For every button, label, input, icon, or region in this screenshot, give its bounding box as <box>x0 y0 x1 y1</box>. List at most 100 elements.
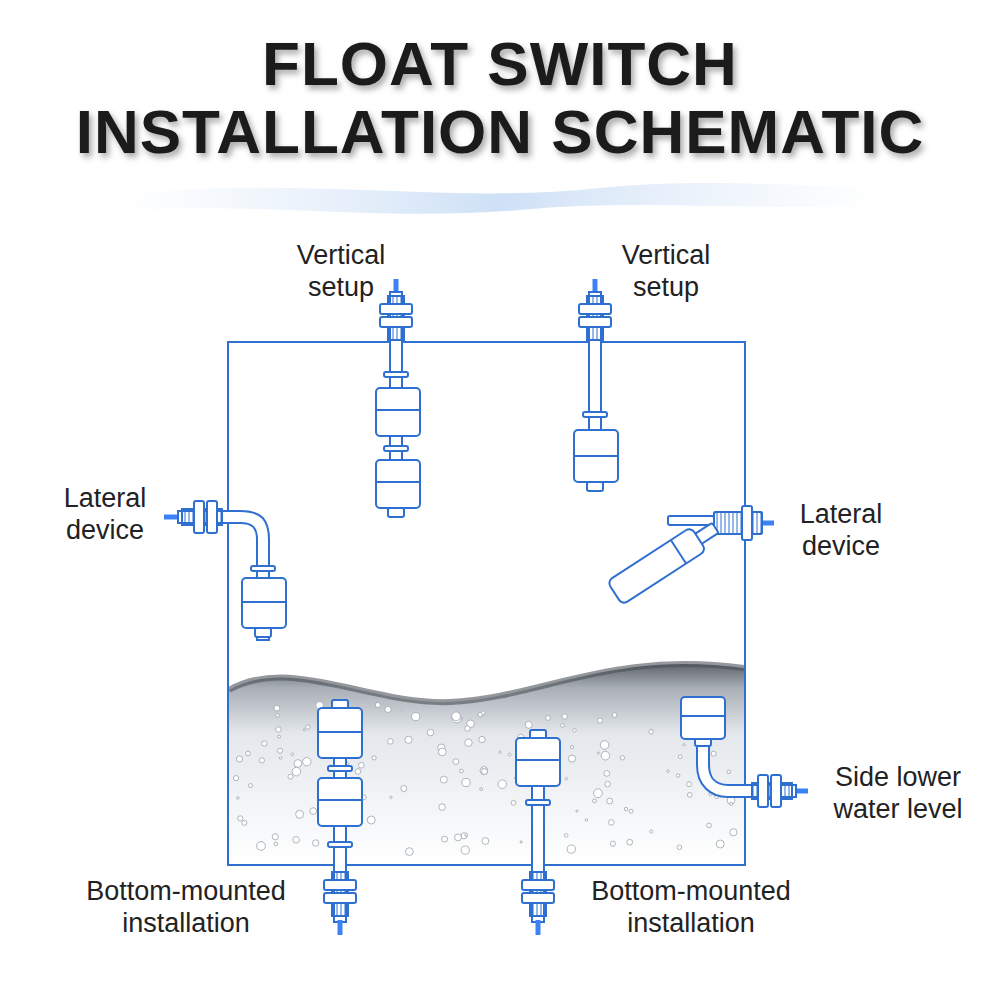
bubble <box>246 751 251 756</box>
bubble <box>291 753 294 756</box>
bubble <box>482 769 488 775</box>
callout-label: Lateral device <box>40 483 170 547</box>
bubble <box>730 802 733 805</box>
bubble <box>461 833 467 839</box>
bubble <box>607 798 613 804</box>
vertical-switch-single <box>574 279 618 491</box>
bubble <box>278 748 283 753</box>
bottom-switch-double <box>318 700 362 935</box>
title-ribbon <box>120 183 880 214</box>
bubble <box>597 752 599 754</box>
bubble <box>624 807 627 810</box>
bubble <box>406 848 414 856</box>
bubble <box>620 756 624 760</box>
bubble <box>293 837 300 844</box>
bubble <box>650 830 653 833</box>
bubble <box>546 716 551 721</box>
bubble <box>274 705 280 711</box>
bubble <box>272 834 278 840</box>
bottom-switch-single <box>516 730 560 935</box>
bubble <box>310 808 317 815</box>
bubble <box>262 741 267 746</box>
bubble <box>612 713 617 718</box>
bubble <box>520 841 522 843</box>
bubble <box>610 841 615 846</box>
bubble <box>687 793 692 798</box>
bubble <box>498 780 507 789</box>
bubble <box>564 834 568 838</box>
bubble <box>508 753 511 756</box>
bubble <box>242 820 247 825</box>
bubble <box>462 778 470 786</box>
bubble <box>465 834 468 837</box>
bubble <box>234 776 239 781</box>
bubble <box>629 809 633 813</box>
bubble <box>400 708 402 710</box>
bubble <box>727 770 731 774</box>
bubble <box>687 782 692 787</box>
bubble <box>438 748 446 756</box>
bubble <box>482 838 489 845</box>
bubble <box>442 836 448 842</box>
bubble <box>585 819 588 822</box>
bubble <box>683 744 685 746</box>
bubbles <box>234 702 738 856</box>
bubble <box>313 840 319 846</box>
tank-outline <box>228 342 745 865</box>
vertical-switch-double <box>376 279 420 517</box>
bubble <box>412 713 420 721</box>
bubble <box>461 846 469 854</box>
water-surface <box>229 664 744 702</box>
bubble <box>401 786 407 792</box>
bubble <box>249 784 253 788</box>
bubble <box>711 751 716 756</box>
bubble <box>561 724 565 728</box>
bubble <box>292 767 301 776</box>
side-lower-switch <box>681 697 808 807</box>
bubble <box>259 758 264 763</box>
bubble <box>604 771 610 777</box>
bubble <box>460 769 464 773</box>
bubble <box>609 820 615 826</box>
bubble <box>597 718 602 723</box>
bubble <box>278 735 281 738</box>
callout-label: Bottom-mounted installation <box>55 876 317 940</box>
bubble <box>276 727 281 732</box>
bubble <box>439 804 446 811</box>
bubble <box>601 751 610 760</box>
bubble <box>276 714 279 717</box>
bubble <box>593 799 597 803</box>
bubble <box>238 816 243 821</box>
bubble <box>452 712 461 721</box>
bubble <box>480 767 488 775</box>
bubble <box>453 759 459 765</box>
bubble <box>440 776 447 783</box>
bubble <box>455 834 462 841</box>
bubble <box>649 730 653 734</box>
bubble <box>594 789 603 798</box>
callout-label: Side lower water level <box>808 762 988 826</box>
bubble <box>562 714 567 719</box>
bubble <box>355 769 361 775</box>
bubble <box>511 800 516 805</box>
bubble <box>296 810 304 818</box>
callout-label: Vertical setup <box>606 240 726 304</box>
bubble <box>678 755 682 759</box>
bubble <box>257 842 266 851</box>
bubble <box>279 757 282 760</box>
bubble <box>525 721 532 728</box>
bubble <box>570 746 573 749</box>
bubble <box>303 758 311 766</box>
water <box>229 664 744 864</box>
callout-label: Vertical setup <box>285 240 397 304</box>
bubble <box>573 729 576 732</box>
bubble <box>600 741 609 750</box>
bubble <box>707 823 712 828</box>
bubble <box>479 736 485 742</box>
bubble <box>405 736 412 743</box>
title: FLOAT SWITCH INSTALLATION SCHEMATIC <box>70 30 930 166</box>
bubble <box>465 739 472 746</box>
bubble <box>306 725 310 729</box>
bubble <box>716 840 724 848</box>
